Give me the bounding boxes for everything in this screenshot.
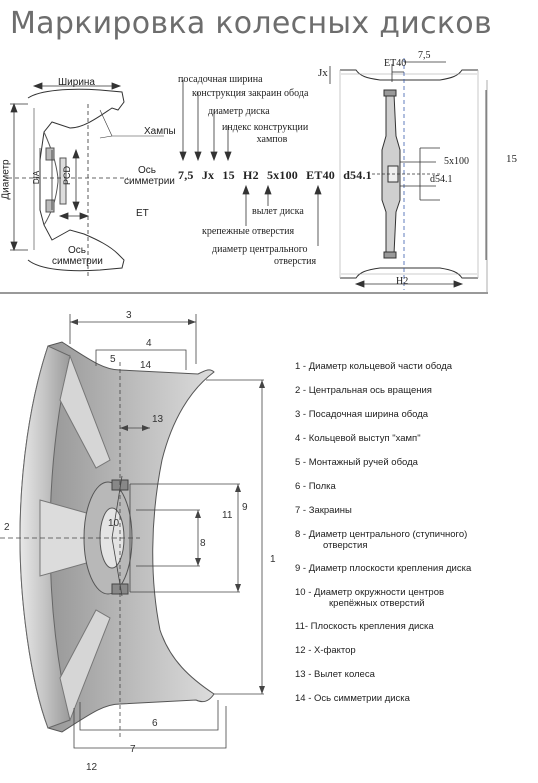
et40-label: ET40 <box>384 58 407 69</box>
legend-item-10-cont: крепёжных отверстий <box>329 598 425 609</box>
pcd-label: PCD <box>62 165 73 186</box>
bolt-holes-label: крепежные отверстия <box>202 226 295 237</box>
legend-item-10: 10 - Диаметр окружности центров <box>295 587 445 598</box>
marking-diagram-drawing <box>0 58 488 294</box>
width-label: Ширина <box>58 77 95 88</box>
legend-item-3: 3 - Посадочная ширина обода <box>295 409 429 420</box>
anatomy-number-11: 11 <box>222 510 233 521</box>
wheel-anatomy: 1 2 3 4 5 6 7 8 9 10 11 12 13 14 1 - Диа… <box>0 300 538 783</box>
seat-width-label: посадочная ширина <box>178 74 263 85</box>
legend-item-14: 14 - Ось симметрии диска <box>295 693 410 704</box>
disc-diameter-label: диаметр диска <box>208 106 270 117</box>
anatomy-number-2: 2 <box>4 522 10 533</box>
legend-item-4: 4 - Кольцевой выступ "хамп" <box>295 433 421 444</box>
jx-label: Jx <box>318 67 328 79</box>
anatomy-number-6: 6 <box>152 718 158 729</box>
anatomy-number-12: 12 <box>86 762 98 773</box>
code-flange: Jx <box>201 168 215 182</box>
code-hump: H2 <box>243 168 259 182</box>
legend-item-5: 5 - Монтажный ручей обода <box>295 457 418 468</box>
legend-item-12: 12 - Х-фактор <box>295 645 356 656</box>
anatomy-number-4: 4 <box>146 338 152 349</box>
code-offset: ET40 <box>306 168 335 182</box>
legend-item-1: 1 - Диаметр кольцевой части обода <box>295 361 453 372</box>
code-center-bore: d54.1 <box>343 168 372 182</box>
anatomy-number-1: 1 <box>270 554 276 565</box>
legend-item-6: 6 - Полка <box>295 481 336 492</box>
hump-index-label-1: индекс конструкции <box>222 122 309 133</box>
et-label: ET <box>136 208 149 219</box>
dia-value-label: d54.1 <box>430 174 453 185</box>
page-title: Маркировка колесных дисков <box>10 6 492 41</box>
legend-item-7: 7 - Закраины <box>295 505 352 516</box>
anatomy-number-5: 5 <box>110 354 116 365</box>
center-bore-label-2: отверстия <box>274 256 317 267</box>
pcd-value-label: 5x100 <box>444 156 469 167</box>
anatomy-number-3: 3 <box>126 310 132 321</box>
code-width: 7,5 <box>178 168 194 182</box>
marking-code: 7,5 Jx 15 H2 5x100 ET40 d54.1 <box>178 168 372 183</box>
anatomy-number-10: 10 <box>108 518 120 529</box>
legend-item-13: 13 - Вылет колеса <box>295 669 375 680</box>
hump-index-label-2: хампов <box>256 134 288 145</box>
code-bolt-pattern: 5x100 <box>266 168 298 182</box>
wheel-anatomy-drawing: 1 2 3 4 5 6 7 8 9 10 11 12 13 14 <box>0 310 276 773</box>
anatomy-number-13: 13 <box>152 414 164 425</box>
rim-width-label: 7,5 <box>418 50 431 61</box>
h2-label: H2 <box>396 276 409 287</box>
humps-label: Хампы <box>144 126 176 137</box>
anatomy-number-7: 7 <box>130 744 136 755</box>
offset-label: вылет диска <box>252 206 304 217</box>
anatomy-number-9: 9 <box>242 502 248 513</box>
legend-item-8: 8 - Диаметр центрального (ступичного) <box>295 529 468 540</box>
diameter-label: Диаметр <box>0 159 12 200</box>
code-diameter: 15 <box>222 168 235 182</box>
legend-item-11: 11- Плоскость крепления диска <box>295 621 434 632</box>
anatomy-number-8: 8 <box>200 538 206 549</box>
diameter-value-label: 15 <box>506 153 517 165</box>
anatomy-number-14: 14 <box>140 360 152 371</box>
flange-label: конструкция закраин обода <box>192 88 309 99</box>
axis-symmetry-label: Ось симметрии <box>124 165 175 187</box>
center-bore-label-1: диаметр центрального <box>212 244 308 255</box>
dia-label: DIA <box>32 170 42 185</box>
legend-item-8-cont: отверстия <box>323 540 368 551</box>
wheel-schematic-right <box>339 69 479 279</box>
marking-scheme: Ширина Хампы Диаметр DIA PCD Ось симметр… <box>0 50 538 300</box>
legend-item-2: 2 - Центральная ось вращения <box>295 385 432 396</box>
legend-item-9: 9 - Диаметр плоскости крепления диска <box>295 563 472 574</box>
axis-symmetry-bottom-label: Ось симметрии <box>52 245 103 267</box>
